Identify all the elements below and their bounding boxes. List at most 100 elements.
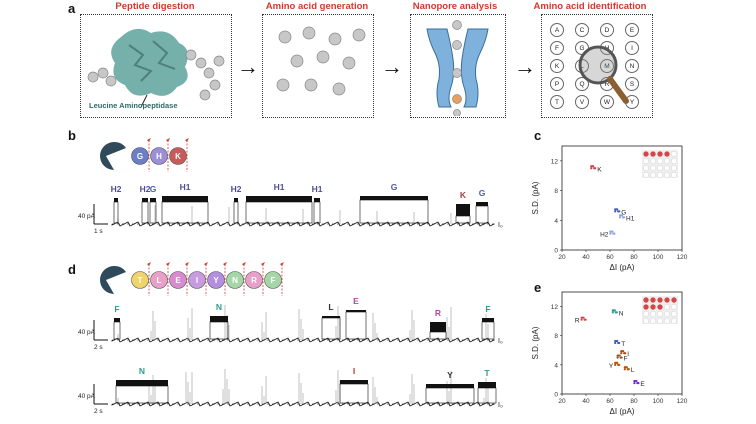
amino-acid-circle: N xyxy=(625,59,639,73)
blockade-event xyxy=(340,380,368,384)
amino-acid-circle: I xyxy=(625,41,639,55)
inset-highlight xyxy=(657,297,663,303)
inset-cell xyxy=(643,165,649,171)
residue-bead xyxy=(188,271,206,289)
residue-bead xyxy=(226,271,244,289)
residue-label: G xyxy=(137,152,143,161)
blockade-level xyxy=(455,215,471,224)
scissors-icon xyxy=(147,262,151,266)
scatter-point xyxy=(618,216,622,219)
scatter-point xyxy=(611,230,614,233)
stage-title-amino-acid-generation: Amino acid generation xyxy=(265,1,369,12)
inset-cell xyxy=(671,158,677,164)
amino-acid-circle: E xyxy=(625,23,639,37)
blockade-event xyxy=(430,322,446,332)
point-label: N xyxy=(619,310,624,317)
residue-label: R xyxy=(251,276,257,285)
residue-label: N xyxy=(232,276,238,285)
x-axis-label: ΔI (pA) xyxy=(610,263,635,272)
residue-label: Y xyxy=(213,276,219,285)
blockade-event xyxy=(478,382,496,388)
point-label: K xyxy=(597,166,602,173)
baseline-label: I₀ xyxy=(498,222,503,229)
inset-highlight xyxy=(650,151,656,157)
scatter-point xyxy=(623,368,626,371)
inset-cell xyxy=(643,318,649,324)
scissors-icon xyxy=(166,262,170,266)
scatter-point xyxy=(613,232,616,235)
x-axis-label: ΔI (pA) xyxy=(610,407,635,416)
blockade-level xyxy=(245,201,313,224)
x-tick-label: 60 xyxy=(606,254,614,261)
stage-title-nanopore-analysis: Nanopore analysis xyxy=(412,1,498,12)
scatter-point xyxy=(590,167,593,170)
event-label: K xyxy=(460,190,467,200)
blockade-level xyxy=(209,321,229,340)
blockade-event xyxy=(246,196,312,202)
residue-label: E xyxy=(175,276,181,285)
blockade-level xyxy=(233,201,239,224)
residue-label: L xyxy=(157,276,162,285)
blockade-level xyxy=(339,383,369,404)
blockade-event xyxy=(482,318,494,322)
stage-title-amino-acid-identification: Amino acid identification xyxy=(533,1,647,12)
scale-current-label: 40 pA xyxy=(78,213,96,220)
peptide-digestion-box: Leucine Aminopeptidase xyxy=(80,14,232,118)
blockade-event xyxy=(456,204,470,216)
y-tick-label: 0 xyxy=(554,248,558,255)
scatter-point xyxy=(633,381,636,385)
scissors-icon xyxy=(261,262,265,266)
scale-time-label: 2 s xyxy=(94,408,103,415)
y-tick-label: 12 xyxy=(551,158,559,165)
scissors-icon xyxy=(280,262,284,266)
scatter-point xyxy=(637,381,640,385)
point-label: R xyxy=(575,318,580,325)
scissors-icon xyxy=(223,262,227,266)
scatter-point xyxy=(620,352,623,355)
residue-label: K xyxy=(175,152,181,161)
scatter-point xyxy=(624,352,627,355)
trace-noise xyxy=(111,221,495,227)
blockade-event xyxy=(314,198,320,202)
inset-highlight xyxy=(671,297,677,303)
amino-acid-circle: W xyxy=(600,95,614,109)
inset-cell xyxy=(671,165,677,171)
scatter-point xyxy=(625,366,628,369)
scatter-point xyxy=(618,341,621,345)
scatter-point xyxy=(618,354,621,357)
blockade-level xyxy=(113,201,119,224)
panel-a-label: a xyxy=(68,1,76,16)
inset-cell xyxy=(664,172,670,178)
amino-acid-circle: F xyxy=(550,41,564,55)
blockade-level xyxy=(481,321,495,340)
blockade-event xyxy=(162,196,208,202)
blockade-event xyxy=(150,198,156,202)
event-label: T xyxy=(484,368,490,378)
inset-cell xyxy=(650,172,656,178)
inset-cell xyxy=(664,311,670,317)
scatter-point xyxy=(616,356,619,359)
x-tick-label: 100 xyxy=(653,254,664,261)
inset-cell xyxy=(650,311,656,317)
scatter-point xyxy=(620,214,624,217)
event-label: H2 xyxy=(231,184,242,194)
blockade-event xyxy=(114,198,118,202)
blockade-event xyxy=(114,318,120,322)
enzyme-label: Leucine Aminopeptidase xyxy=(89,101,178,110)
event-label: N xyxy=(216,302,222,312)
inset-cell xyxy=(657,165,663,171)
inset-cell xyxy=(657,158,663,164)
baseline-label: I₀ xyxy=(498,402,503,409)
inset-cell xyxy=(671,304,677,310)
event-label: G xyxy=(479,188,486,198)
panel-e-label: e xyxy=(534,280,542,295)
scale-current-label: 40 pA xyxy=(78,393,96,400)
inset-highlight xyxy=(657,304,663,310)
scissors-icon xyxy=(147,138,151,142)
inset-cell xyxy=(671,311,677,317)
blockade-level xyxy=(115,385,169,404)
y-tick-label: 0 xyxy=(554,392,558,399)
inset-cell xyxy=(657,311,663,317)
